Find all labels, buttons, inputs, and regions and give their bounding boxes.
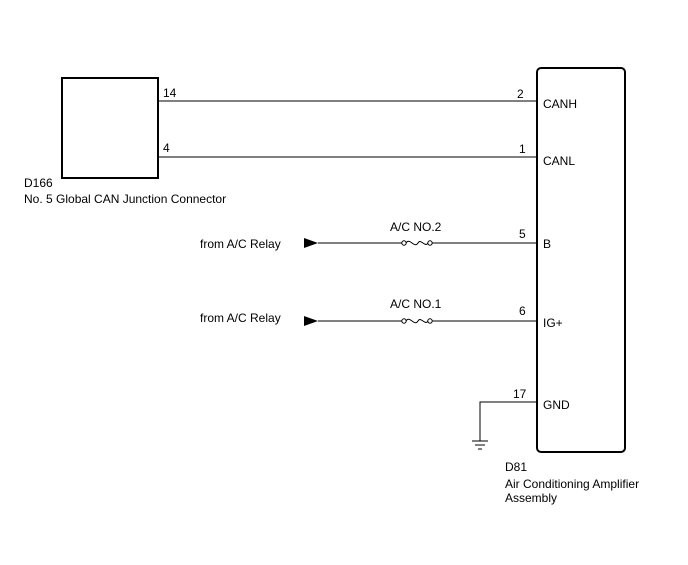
fuse-ac-no1-label: A/C NO.1 — [390, 297, 442, 311]
arrow-right-icon — [304, 316, 318, 326]
ground-icon — [472, 440, 488, 450]
d166-pin-canh: 14 — [163, 86, 177, 100]
d81-name-line1: Air Conditioning Amplifier — [505, 477, 639, 491]
d81-amplifier-box — [536, 67, 626, 453]
d81-pin-ig-number: 6 — [519, 304, 526, 318]
fuse-ac-no2-label: A/C NO.2 — [390, 220, 442, 234]
d81-pin-b-label: B — [543, 237, 551, 251]
d81-pin-canl-label: CANL — [543, 154, 575, 168]
d81-name-line2: Assembly — [505, 491, 557, 505]
gnd-wire — [479, 401, 537, 441]
d81-pin-ig-label: IG+ — [543, 316, 563, 330]
ig-source-label: from A/C Relay — [200, 311, 281, 325]
d81-pin-canl-number: 1 — [519, 142, 526, 156]
d166-connector-box — [61, 77, 159, 179]
d166-id-label: D166 — [24, 176, 53, 190]
d81-id-label: D81 — [505, 460, 527, 474]
d81-pin-gnd-label: GND — [543, 398, 570, 412]
fuse-icon — [401, 240, 433, 246]
fuse-icon — [401, 318, 433, 324]
d81-pin-canh-number: 2 — [517, 87, 524, 101]
d81-pin-gnd-number: 17 — [513, 387, 527, 401]
d166-name-label: No. 5 Global CAN Junction Connector — [24, 192, 226, 206]
arrow-right-icon — [304, 238, 318, 248]
b-source-label: from A/C Relay — [200, 237, 281, 251]
d166-pin-canl: 4 — [163, 141, 170, 155]
d81-pin-b-number: 5 — [519, 227, 526, 241]
d81-pin-canh-label: CANH — [543, 97, 577, 111]
